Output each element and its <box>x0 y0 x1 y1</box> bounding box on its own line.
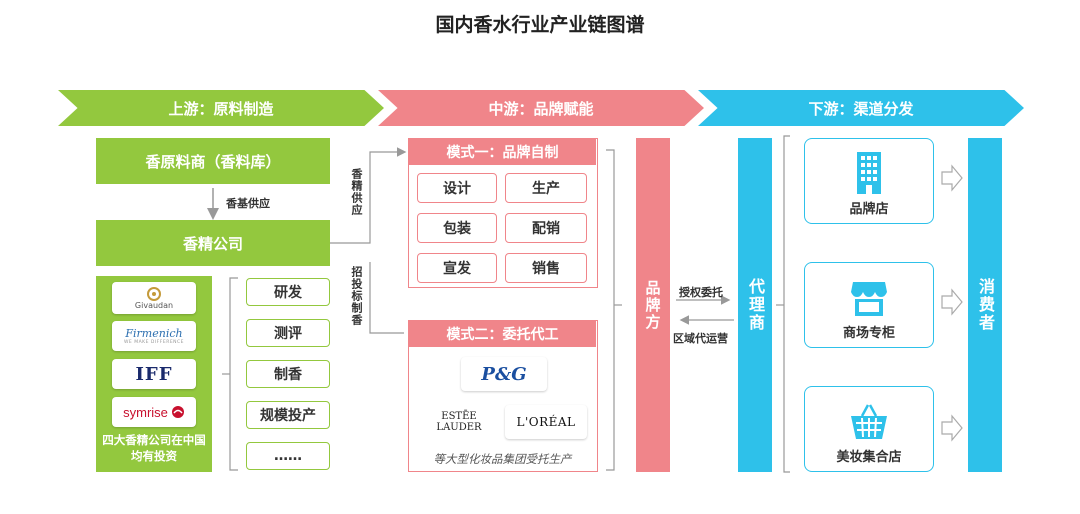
consumer-bar: 消费者 <box>968 138 1002 472</box>
givaudan-emblem-icon <box>147 286 161 301</box>
big-four-caption: 四大香精公司在中国均有投资 <box>102 433 206 463</box>
capability-more: …… <box>246 442 330 470</box>
stage-downstream: 下游：渠道分发 <box>698 90 1024 126</box>
channel-beauty-store: 美妆集合店 <box>804 386 934 472</box>
channel-brand-store: 品牌店 <box>804 138 934 224</box>
channel-brand-store-label: 品牌店 <box>849 202 889 217</box>
page-title: 国内香水行业产业链图谱 <box>435 14 645 36</box>
supply-label: 香基供应 <box>226 197 270 210</box>
basket-icon <box>851 404 887 439</box>
mode1-packaging: 包装 <box>417 213 497 243</box>
channel-beauty-store-label: 美妆集合店 <box>836 450 902 465</box>
mode1-title: 模式一：品牌自制 <box>409 139 596 165</box>
mode1-distribution: 配销 <box>505 213 587 243</box>
givaudan-logo: Givaudan <box>112 282 196 314</box>
channel-mall-counter: 商场专柜 <box>804 262 934 348</box>
stage-midstream: 中游：品牌赋能 <box>378 90 704 126</box>
flavor-company: 香精公司 <box>96 220 330 266</box>
capability-testing: 测评 <box>246 319 330 347</box>
symrise-logo: symrise <box>112 397 196 427</box>
big-four-panel: Givaudan Firmenich WE MAKE DIFFERENCE IF… <box>96 276 212 472</box>
brand-owner-label: 品牌方 <box>643 279 662 331</box>
iff-logo: IFF <box>112 359 196 389</box>
mode1-design: 设计 <box>417 173 497 203</box>
capability-mass-production: 规模投产 <box>246 401 330 429</box>
symrise-emblem-icon <box>171 406 184 418</box>
channel-mall-counter-label: 商场专柜 <box>842 326 895 341</box>
firmenich-logo: Firmenich WE MAKE DIFFERENCE <box>112 321 196 351</box>
mode1-panel: 模式一：品牌自制 设计 生产 包装 配销 宣发 销售 <box>408 138 598 288</box>
storefront-icon <box>851 282 887 316</box>
brand-owner-bar: 品牌方 <box>636 138 670 472</box>
mode1-sales: 销售 <box>505 253 587 283</box>
loreal-logo: L'ORÉAL <box>505 405 587 439</box>
raw-material-supplier: 香原料商（香料库） <box>96 138 330 184</box>
stage-upstream: 上游：原料制造 <box>58 90 384 126</box>
mode1-production: 生产 <box>505 173 587 203</box>
capability-rd: 研发 <box>246 278 330 306</box>
essence-supply-label: 香精供应 <box>350 168 363 216</box>
building-icon <box>857 152 881 194</box>
tender-blending-label: 招投标制香 <box>350 266 363 326</box>
authorize-label: 授权委托 <box>679 286 723 299</box>
mode1-marketing: 宣发 <box>417 253 497 283</box>
capability-blending: 制香 <box>246 360 330 388</box>
mode2-caption: 等大型化妆品集团受托生产 <box>433 452 572 466</box>
pg-logo: P&G <box>461 357 547 391</box>
agent-label: 代理商 <box>746 278 765 332</box>
estee-lauder-logo: ESTĒE LAUDER <box>436 411 482 433</box>
agent-bar: 代理商 <box>738 138 772 472</box>
mode2-panel: 模式二：委托代工 P&G ESTĒE LAUDER L'ORÉAL 等大型化妆品… <box>408 320 598 472</box>
consumer-label: 消费者 <box>976 278 995 332</box>
regional-ops-label: 区域代运营 <box>673 332 728 345</box>
mode2-title: 模式二：委托代工 <box>409 321 596 347</box>
